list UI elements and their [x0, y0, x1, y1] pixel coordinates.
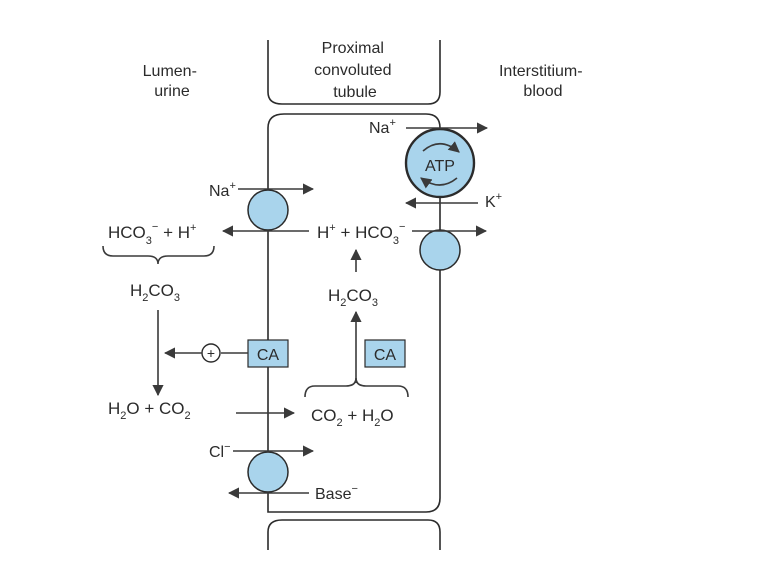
lumen-header: Lumen- urine: [143, 63, 202, 100]
luminal-carbonic-anhydrase-box: [247, 339, 289, 368]
tubule-header: Proximal convoluted tubule: [314, 40, 396, 101]
lumen-h2co3-label: H2CO3: [130, 281, 180, 304]
k-pump-label: K+: [485, 191, 502, 211]
lumen-brace: [102, 245, 215, 265]
upper-neighbor-cell: [267, 40, 441, 105]
basolateral-bicarbonate-transporter: [419, 229, 461, 271]
cell-brace: [304, 377, 409, 398]
lumen-h2o-co2-label: H2O + CO2: [108, 399, 191, 422]
stimulation-plus: +: [207, 345, 215, 361]
cell-co2-h2o-label: CO2 + H2O: [311, 406, 394, 429]
cl-base-exchanger: [247, 451, 289, 493]
base-label: Base−: [315, 483, 358, 503]
cl-label: Cl−: [209, 441, 231, 461]
cell-carbonic-anhydrase-box: [364, 339, 406, 368]
cell-h2co3-label: H2CO3: [328, 286, 378, 309]
na-pump-label: Na+: [369, 117, 396, 137]
na-h-exchanger: [247, 189, 289, 231]
pump-rotation-arrow-top: [422, 141, 460, 153]
na-exchanger-label: Na+: [209, 180, 236, 200]
atp-label: ATP: [425, 158, 455, 175]
pump-rotation-arrow-bottom: [420, 177, 458, 189]
luminal-ca-label: CA: [257, 347, 280, 364]
cell-ca-label: CA: [374, 347, 397, 364]
cell-h-hco3-label: H+ + HCO3−: [317, 221, 405, 247]
interstitium-header: Interstitium- blood: [499, 63, 587, 100]
lower-neighbor-cell: [267, 519, 441, 550]
tubule-cell: [267, 113, 441, 513]
lumen-hco3-h-label: HCO3− + H+: [108, 221, 196, 247]
